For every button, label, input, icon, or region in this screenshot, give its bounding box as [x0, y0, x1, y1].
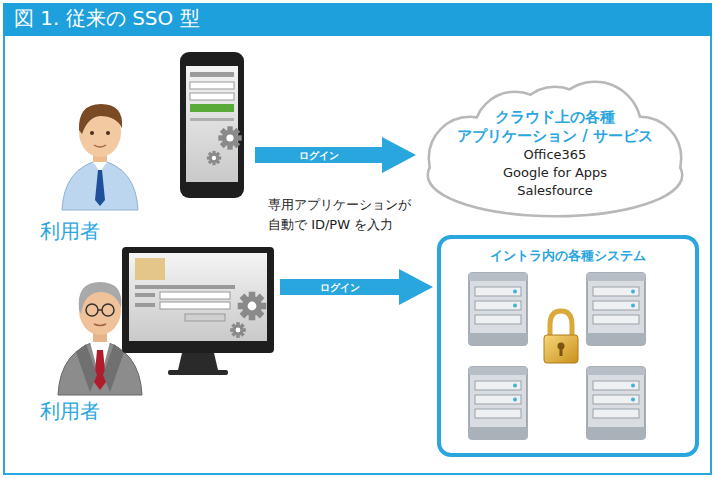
note-text: 専用アプリケーションが 自動で ID/PW を入力 [268, 195, 438, 235]
login-arrow [255, 137, 416, 173]
service-name: Office365 [420, 146, 690, 164]
cloud-shape: クラウド上の各種 アプリケーション / サービスOffice365Google … [420, 78, 690, 220]
arrow-label: ログイン [317, 281, 363, 294]
cloud-heading: クラウド上の各種 アプリケーション / サービス [435, 108, 675, 146]
user-label: 利用者 [40, 398, 100, 425]
login-arrow [280, 269, 433, 305]
user-group: 利用者 [40, 240, 280, 440]
system-box: イントラ内の各種システム [437, 235, 699, 457]
box-heading: イントラ内の各種システム [441, 247, 695, 265]
server-illustration [441, 239, 695, 453]
service-name: Salesfource [420, 182, 690, 200]
figure-title: 図 1. 従来の SSO 型 [14, 5, 200, 32]
user-label: 利用者 [40, 218, 100, 245]
user-group: 利用者 [40, 48, 255, 253]
service-name: Google for Apps [420, 164, 690, 182]
arrow-label: ログイン [296, 149, 342, 162]
